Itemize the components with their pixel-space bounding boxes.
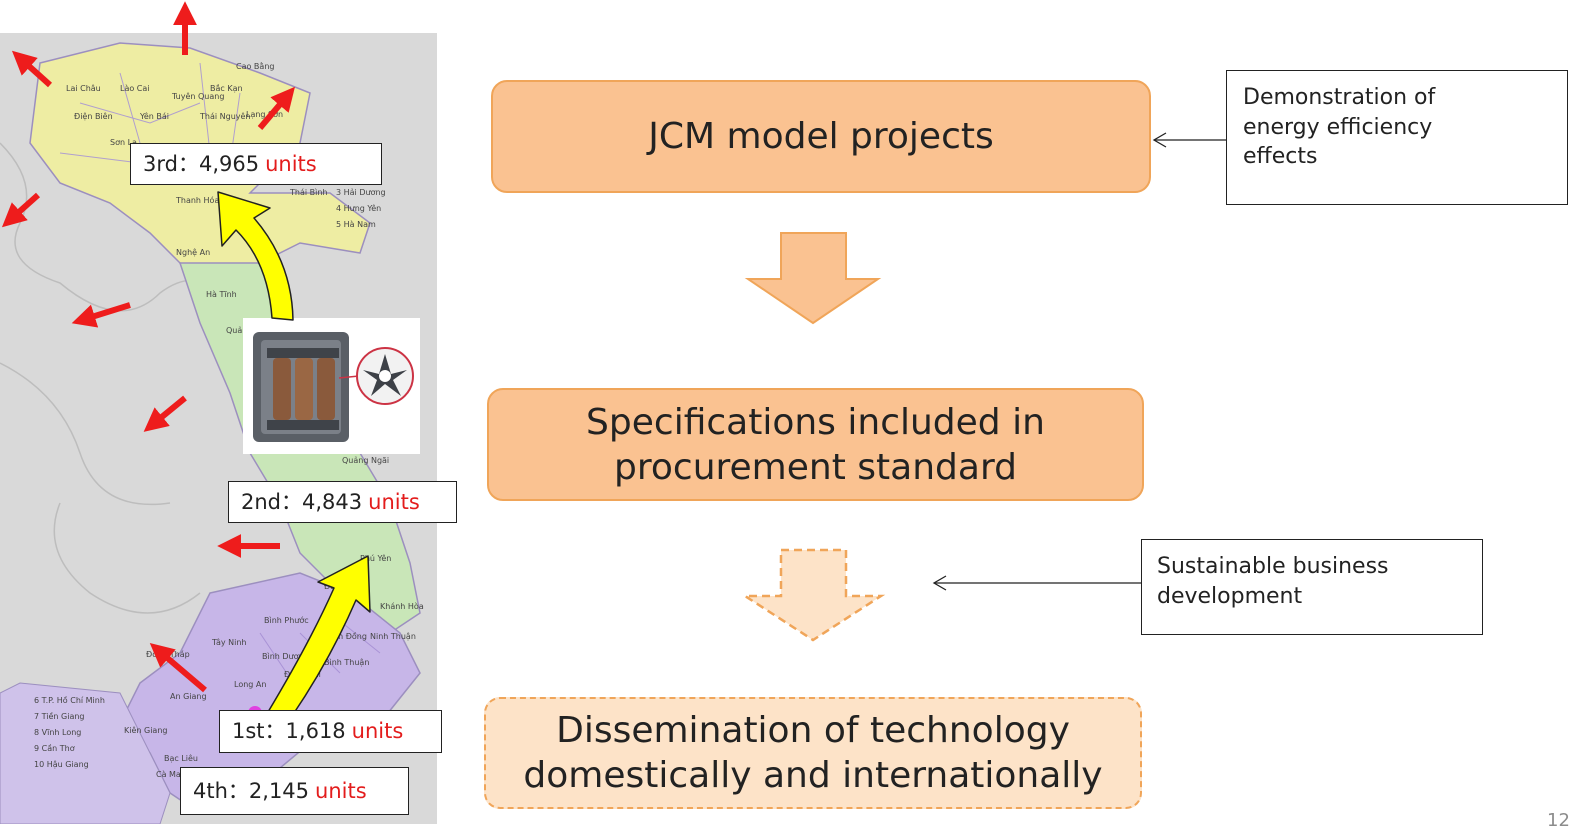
place-label: Bắc Kạn	[210, 83, 243, 94]
map-legend-item: 6 T.P. Hồ Chí Minh	[34, 695, 105, 705]
unit-count: 4,965	[198, 151, 260, 176]
place-label: Tây Ninh	[211, 638, 246, 647]
page-number: 12	[1547, 810, 1570, 831]
flow-box-text: Specifications included in procurement s…	[586, 401, 1045, 488]
note-text: Sustainable business development	[1157, 554, 1389, 609]
place-label: An Giang	[170, 692, 207, 701]
flow-box-jcm-projects: JCM model projects	[491, 80, 1151, 193]
down-arrow-dashed-icon	[740, 548, 886, 642]
place-label: Long An	[234, 680, 266, 689]
separator: ：	[227, 778, 249, 803]
unit-word: units	[351, 719, 404, 743]
place-label: Bình Thuận	[324, 658, 369, 668]
place-label: Bình Dương	[262, 652, 309, 661]
unit-word: units	[265, 151, 317, 176]
place-label: Đồng Nai	[284, 669, 321, 679]
flow-box-dissemination: Dissemination of technology domestically…	[484, 697, 1142, 809]
note-text: Demonstration of energy efficiency effec…	[1243, 85, 1436, 170]
place-label: Đồng Tháp	[146, 649, 190, 659]
flow-box-text: JCM model projects	[648, 116, 994, 157]
separator: ：	[281, 489, 303, 514]
place-label: Thanh Hóa	[175, 195, 219, 205]
place-label: Quảng Ngãi	[342, 455, 389, 465]
unit-word: units	[315, 778, 367, 803]
note-sustainable-business: Sustainable business development	[1141, 539, 1483, 635]
map-legend-item: 9 Cần Thơ	[34, 743, 75, 753]
place-label: Thái Bình	[289, 188, 327, 197]
place-label: Hà Tĩnh	[206, 290, 237, 299]
place-label: 3 Hải Dương	[336, 187, 386, 197]
flow-box-text: Dissemination of technology domestically…	[523, 710, 1103, 796]
place-label: Tuyên Quang	[171, 91, 224, 101]
unit-count: 4,843	[302, 489, 363, 514]
place-label: Phú Yên	[360, 553, 391, 563]
rank-text: 2nd	[241, 489, 282, 514]
place-label: Yên Bái	[139, 111, 169, 121]
unit-count: 1,618	[285, 719, 346, 743]
place-label: 5 Hà Nam	[336, 220, 376, 229]
flow-box-specifications: Specifications included in procurement s…	[487, 388, 1144, 501]
place-label: Lai Châu	[66, 84, 101, 93]
map-legend-item: 8 Vĩnh Long	[34, 728, 81, 737]
place-label: Đắk Nông	[324, 581, 363, 591]
note-demonstration: Demonstration of energy efficiency effec…	[1226, 70, 1568, 205]
place-label: Kiên Giang	[124, 725, 167, 735]
place-label: Nghệ An	[176, 247, 210, 257]
place-label: 4 Hưng Yên	[336, 203, 381, 213]
place-label: Cao Bằng	[236, 61, 274, 71]
transformer-image	[243, 318, 420, 454]
place-label: Bạc Liêu	[164, 753, 198, 764]
place-label: Điện Biên	[74, 111, 113, 121]
place-label: Lâm Đồng	[326, 631, 367, 641]
rank-text: 4th	[193, 778, 228, 803]
down-arrow-icon	[744, 232, 882, 325]
separator: ：	[264, 719, 286, 743]
unit-count: 2,145	[248, 778, 310, 803]
map-legend-item: 10 Hậu Giang	[34, 760, 89, 770]
place-label: Bình Phước	[264, 615, 309, 625]
place-label: Sơn La	[110, 138, 137, 147]
place-label: Khánh Hòa	[380, 601, 424, 611]
rank-text: 1st	[232, 719, 265, 743]
place-label: Cà Mau	[156, 770, 186, 779]
place-label: Ninh Thuận	[370, 632, 416, 642]
separator: ：	[177, 151, 199, 176]
map-legend-item: 7 Tiền Giang	[34, 711, 85, 721]
place-label: Thái Nguyên	[199, 111, 250, 121]
place-label: Lạng Sơn	[246, 110, 283, 120]
unit-word: units	[368, 489, 420, 514]
rank-text: 3rd	[143, 151, 178, 176]
place-label: Lào Cai	[120, 84, 150, 93]
